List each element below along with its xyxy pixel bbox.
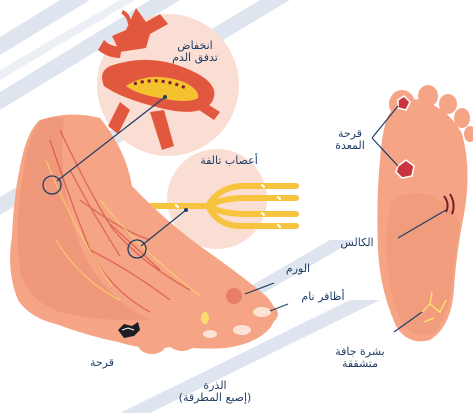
reduced-blood-flow-label-line-2: تدفق الدم (150, 52, 240, 64)
hammer-toe-label-line-2: (إصبع المطرقة) (160, 392, 270, 404)
ingrown-nails-label: أظافر نام (288, 290, 358, 303)
callus-label: الكالس (322, 236, 392, 249)
damaged-nerves-label: أعصاب تالفة (184, 154, 274, 167)
swelling-label: الورم (268, 262, 328, 275)
hammer-toe-label: الذرة (إصبع المطرقة) (160, 380, 270, 404)
stomach-ulcer-label-line-2: المعدة (320, 140, 380, 152)
hammer-toe-spot (201, 312, 209, 324)
foot-sole-view (377, 85, 473, 341)
reduced-blood-flow-label: انخفاض تدفق الدم (150, 40, 240, 64)
stomach-ulcer-label: قرحة المعدة (320, 128, 380, 152)
ulcer-label: قرحة (80, 356, 124, 369)
dry-cracked-skin-label-line-2: متشققة (320, 358, 400, 370)
swelling-spot (226, 288, 242, 304)
dry-cracked-skin-label: بشرة جافة متشققة (320, 346, 400, 370)
